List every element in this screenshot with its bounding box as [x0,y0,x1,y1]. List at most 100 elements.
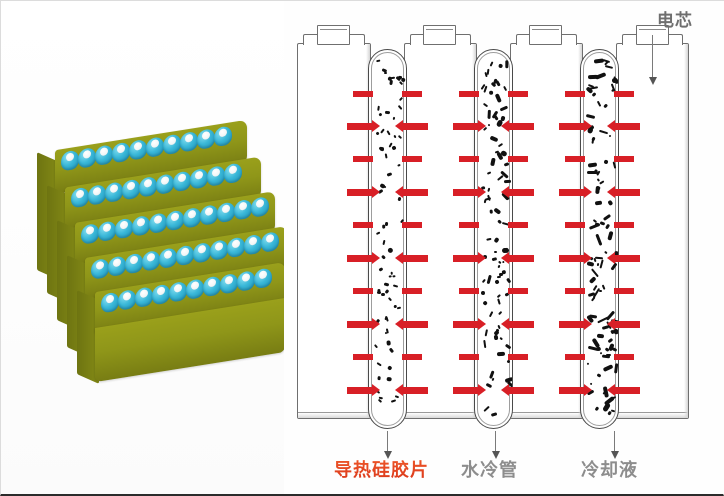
heat-flow-arrow [402,156,422,162]
cylindrical-cell [71,186,89,209]
heat-flow-arrow-head [478,384,486,396]
cylindrical-cell [78,146,96,169]
leader-line [495,431,496,453]
cooling-tube-inner-wall [477,52,510,426]
cylindrical-cell [254,267,272,290]
label-thermal-silicone-sheet: 导热硅胶片 [334,456,429,482]
cell-body [297,43,371,419]
cylindrical-cell [61,149,79,172]
cooling-tube-inner-wall [583,52,616,426]
heat-flow-arrow [508,189,534,196]
heat-flow-arrow-head [395,186,403,198]
heat-flow-arrow [614,387,640,394]
heat-flow-arrow [508,387,534,394]
battery-module-render [1,1,284,494]
cylindrical-cell [261,231,279,253]
heat-flow-arrow-head [501,384,509,396]
cylindrical-cell [91,257,109,280]
heat-flow-arrow-head [501,252,509,264]
heat-flow-arrow-head [501,120,509,132]
cylindrical-cell [234,198,252,221]
heat-flow-arrow [453,189,479,196]
cell-terminal [529,25,562,45]
cylindrical-cell [244,233,262,256]
heat-flow-arrow-head [501,318,509,330]
heat-flow-arrow-head [478,120,486,132]
coolant-droplet [386,376,392,382]
heat-flow-arrow [508,156,528,162]
cylindrical-cell [142,249,160,272]
cell-bottom-edge [405,412,476,418]
heat-flow-arrow [353,354,373,360]
heat-flow-arrow [614,255,640,262]
heat-flow-arrow [508,222,528,228]
cylindrical-cell [139,175,157,198]
cylindrical-cell [180,130,198,153]
heat-flow-arrow [559,189,585,196]
terminal-band [532,29,559,30]
cell-terminal [423,25,456,45]
coolant-droplet [379,146,385,151]
cylindrical-cell [118,288,136,311]
coolant-droplet [596,262,599,267]
heat-flow-arrow-head [372,384,380,396]
heat-flow-arrow [508,321,534,328]
heat-flow-arrow [459,354,479,360]
cylindrical-cell [125,252,143,275]
heat-flow-arrow [508,91,528,97]
heat-flow-arrow [347,321,373,328]
heat-flow-arrow [614,156,634,162]
heat-flow-arrow [347,189,373,196]
heat-flow-arrow [402,354,422,360]
coolant-droplet [393,304,397,309]
heat-flow-arrow-head [372,318,380,330]
cylindrical-cell [214,125,232,148]
cylindrical-cell [200,204,218,226]
label-water-cooling-tube: 水冷管 [461,460,518,481]
cylindrical-cell [193,241,211,264]
coolant-droplet [400,77,405,83]
heat-flow-arrow-head [584,186,592,198]
cylindrical-cell [176,244,194,267]
heat-flow-arrow-head [478,186,486,198]
cylindrical-cell [101,291,119,314]
heat-flow-arrow-head [584,384,592,396]
heat-flow-arrow [453,321,479,328]
heat-flow-arrow [459,222,479,228]
heat-flow-arrow [402,288,422,294]
cylindrical-cell [197,128,215,150]
heat-flow-arrow [402,321,428,328]
heat-flow-arrow-head [584,252,592,264]
coolant-droplet [493,334,499,340]
cylindrical-cell [217,201,235,224]
cylindrical-cell [108,255,126,278]
cylindrical-cell [98,220,116,243]
heat-flow-arrow [614,321,640,328]
heat-flow-arrow [565,91,585,97]
cylindrical-cell [122,178,140,201]
heat-flow-arrow [614,288,634,294]
heat-flow-arrow-head [607,318,615,330]
cylindrical-cell [115,217,133,240]
heat-flow-arrow-head [607,186,615,198]
coolant-droplet [487,123,490,127]
cylindrical-cell [135,286,153,309]
heat-flow-arrow [459,288,479,294]
heat-flow-arrow-head [395,120,403,132]
cell-body [510,43,583,419]
cylindrical-cell [132,214,150,237]
heat-flow-arrow-head [478,252,486,264]
heat-flow-arrow [559,387,585,394]
heat-flow-arrow [453,123,479,130]
cylindrical-cell [251,196,269,218]
cylindrical-cell [186,278,204,300]
cylindrical-cell [183,206,201,229]
coolant-droplet [380,292,385,297]
heat-flow-arrow [402,123,428,130]
cooling-schematic-panel [284,1,724,494]
cylindrical-cell [227,236,245,259]
coolant-droplet [480,291,485,295]
heat-flow-arrow [402,91,422,97]
heat-flow-arrow [402,222,422,228]
heat-flow-arrow [565,354,585,360]
